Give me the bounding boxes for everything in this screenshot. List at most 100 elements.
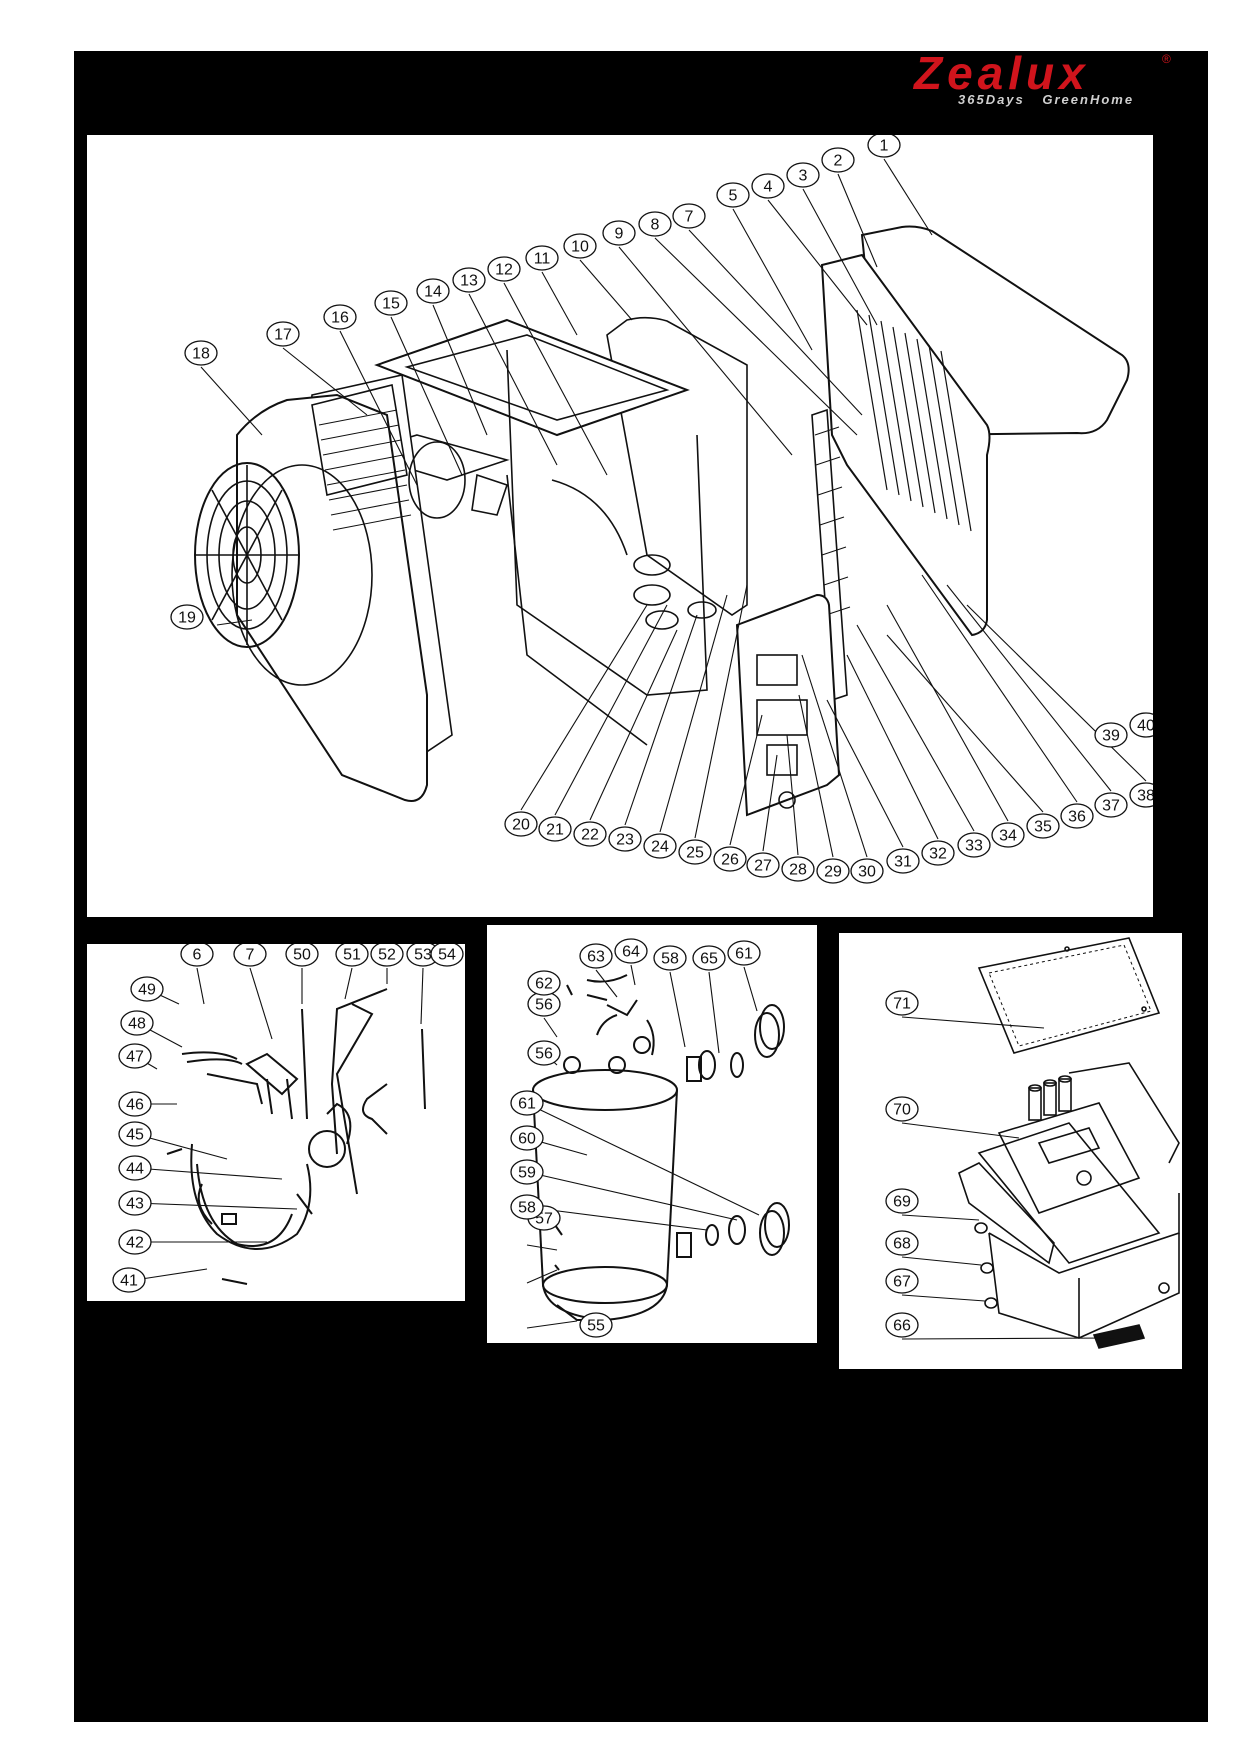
callout-circle bbox=[120, 1010, 154, 1036]
callout-number: 11 bbox=[534, 251, 551, 268]
callout-circle bbox=[643, 833, 677, 859]
callout-circle bbox=[487, 256, 521, 282]
callout-main-18: 18 bbox=[184, 340, 218, 366]
callout-electrical-67: 67 bbox=[885, 1268, 919, 1294]
callout-exchanger-59: 59 bbox=[510, 1159, 544, 1185]
callout-circle bbox=[233, 944, 267, 967]
callout-number: 47 bbox=[126, 1049, 144, 1066]
callout-circle bbox=[727, 940, 761, 966]
callout-circle bbox=[118, 1043, 152, 1069]
callout-number: 71 bbox=[893, 996, 911, 1013]
callout-number: 14 bbox=[424, 284, 442, 301]
callout-circle bbox=[180, 944, 214, 967]
callout-main-33: 33 bbox=[957, 832, 991, 858]
callout-piping-48: 48 bbox=[120, 1010, 154, 1036]
callout-circle bbox=[170, 604, 204, 630]
callout-piping-47: 47 bbox=[118, 1043, 152, 1069]
callout-number: 34 bbox=[999, 828, 1017, 845]
callout-circle bbox=[118, 1121, 152, 1147]
callout-main-34: 34 bbox=[991, 822, 1025, 848]
callout-main-30: 30 bbox=[850, 858, 884, 884]
callout-number: 29 bbox=[824, 864, 842, 881]
callout-exchanger-56: 56 bbox=[527, 1040, 561, 1066]
callout-number: 69 bbox=[893, 1194, 911, 1211]
callout-electrical-66: 66 bbox=[885, 1312, 919, 1338]
callout-circle bbox=[374, 290, 408, 316]
callout-circle bbox=[991, 822, 1025, 848]
callout-number: 26 bbox=[721, 852, 739, 869]
callout-piping-52: 52 bbox=[370, 944, 404, 967]
callout-number: 48 bbox=[128, 1016, 146, 1033]
callout-number: 70 bbox=[893, 1102, 911, 1119]
callout-number: 43 bbox=[126, 1196, 144, 1213]
callout-piping-50: 50 bbox=[285, 944, 319, 967]
callout-number: 44 bbox=[126, 1161, 144, 1178]
callout-circle bbox=[751, 173, 785, 199]
callout-main-2: 2 bbox=[821, 147, 855, 173]
callout-circle bbox=[527, 1040, 561, 1066]
callout-number: 27 bbox=[754, 858, 772, 875]
brand-tagline: 365Days GreenHome bbox=[958, 92, 1135, 107]
callout-exchanger-58: 58 bbox=[653, 945, 687, 971]
callout-number: 3 bbox=[799, 168, 808, 185]
callout-main-16: 16 bbox=[323, 304, 357, 330]
callout-circle bbox=[504, 811, 538, 837]
callout-number: 37 bbox=[1102, 798, 1120, 815]
callout-circle bbox=[885, 1312, 919, 1338]
callout-number: 50 bbox=[293, 947, 311, 964]
callout-circle bbox=[579, 943, 613, 969]
callout-circle bbox=[266, 321, 300, 347]
callout-number: 2 bbox=[834, 153, 843, 170]
callout-number: 67 bbox=[893, 1274, 911, 1291]
callout-electrical-70: 70 bbox=[885, 1096, 919, 1122]
callout-circle bbox=[510, 1194, 544, 1220]
callout-circle bbox=[118, 1155, 152, 1181]
callout-number: 20 bbox=[512, 817, 530, 834]
callout-circle bbox=[510, 1125, 544, 1151]
callout-main-4: 4 bbox=[751, 173, 785, 199]
callout-number: 7 bbox=[685, 209, 694, 226]
callout-circle bbox=[1094, 722, 1128, 748]
callout-number: 16 bbox=[331, 310, 349, 327]
callout-piping-46: 46 bbox=[118, 1091, 152, 1117]
callout-main-13: 13 bbox=[452, 267, 486, 293]
callout-circle bbox=[184, 340, 218, 366]
callout-circle bbox=[821, 147, 855, 173]
callout-number: 36 bbox=[1068, 809, 1086, 826]
callout-number: 56 bbox=[535, 1046, 553, 1063]
callout-circle bbox=[579, 1312, 613, 1338]
callout-number: 60 bbox=[518, 1131, 536, 1148]
callout-number: 4 bbox=[764, 179, 773, 196]
electrical-box-drawing: 66 67 68 69 70 71 bbox=[885, 937, 1180, 1349]
callout-number: 68 bbox=[893, 1236, 911, 1253]
callout-exchanger-61: 61 bbox=[727, 940, 761, 966]
callout-number: 63 bbox=[587, 949, 605, 966]
callout-number: 23 bbox=[616, 832, 634, 849]
callout-piping-43: 43 bbox=[118, 1190, 152, 1216]
callout-main-27: 27 bbox=[746, 852, 780, 878]
callout-number: 41 bbox=[120, 1273, 138, 1290]
callout-number: 39 bbox=[1102, 728, 1120, 745]
callout-main-20: 20 bbox=[504, 811, 538, 837]
callout-number: 58 bbox=[518, 1200, 536, 1217]
callout-circle bbox=[746, 852, 780, 878]
callout-piping-44: 44 bbox=[118, 1155, 152, 1181]
callout-circle bbox=[678, 839, 712, 865]
callout-number: 35 bbox=[1034, 819, 1052, 836]
callout-piping-45: 45 bbox=[118, 1121, 152, 1147]
callout-number: 1 bbox=[880, 138, 889, 155]
callout-number: 66 bbox=[893, 1318, 911, 1335]
callout-circle bbox=[885, 990, 919, 1016]
callout-piping-7: 7 bbox=[233, 944, 267, 967]
callout-main-21: 21 bbox=[538, 816, 572, 842]
callout-circle bbox=[130, 976, 164, 1002]
callout-number: 38 bbox=[1137, 788, 1153, 805]
callout-exchanger-65: 65 bbox=[692, 945, 726, 971]
callout-main-9: 9 bbox=[602, 220, 636, 246]
callout-piping-41: 41 bbox=[112, 1267, 146, 1293]
callout-main-31: 31 bbox=[886, 848, 920, 874]
